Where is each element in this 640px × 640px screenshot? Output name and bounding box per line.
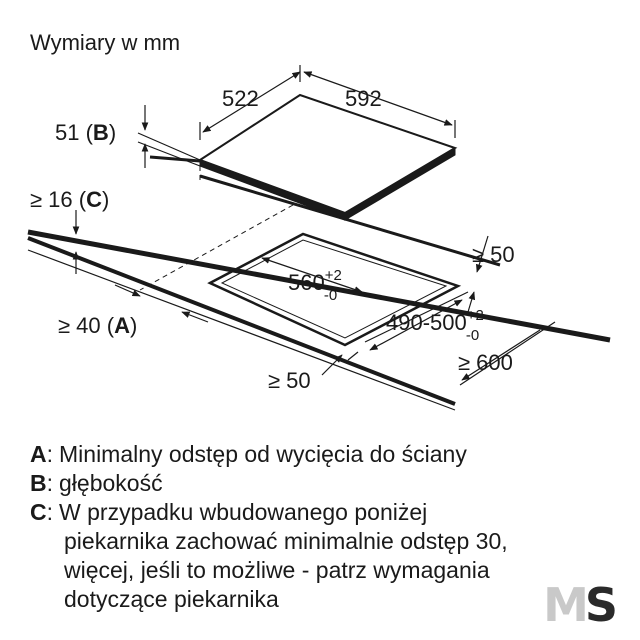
legend-item-c: C: W przypadku wbudowanego poniżej bbox=[30, 499, 428, 525]
legend-text-c-1: W przypadku wbudowanego poniżej bbox=[59, 499, 428, 525]
hob-side-right bbox=[344, 147, 456, 221]
legend-text-b: głębokość bbox=[59, 470, 163, 496]
dim-490-500-label: 490-500+2-0 bbox=[386, 307, 484, 344]
diagram-title: Wymiary w mm bbox=[30, 30, 180, 55]
dim-560-label: 560+2-0 bbox=[288, 267, 342, 304]
hob bbox=[197, 93, 458, 221]
dim-592-label: 592 bbox=[345, 86, 382, 111]
legend: A: Minimalny odstęp od wycięcia do ścian… bbox=[30, 440, 620, 614]
legend-key-a: A bbox=[30, 441, 47, 467]
dim-600-label: ≥ 600 bbox=[458, 350, 513, 375]
legend-text-c-4: dotyczące piekarnika bbox=[64, 586, 279, 612]
legend-item-a: A: Minimalny odstęp od wycięcia do ścian… bbox=[30, 441, 467, 467]
dim-600 bbox=[459, 321, 556, 386]
installation-diagram: Wymiary w mm 522 592 bbox=[27, 30, 611, 411]
legend-key-c: C bbox=[30, 499, 47, 525]
dim-50-right-label: ≥ 50 bbox=[472, 242, 515, 267]
wall-line bbox=[149, 155, 501, 267]
watermark-logo: MS bbox=[543, 578, 618, 632]
dim-50-front bbox=[321, 351, 359, 376]
cutout bbox=[207, 232, 462, 347]
legend-item-b: B: głębokość bbox=[30, 470, 163, 496]
dim-51-b-label: 51 (B) bbox=[55, 120, 116, 145]
dim-16-c-label: ≥ 16 (C) bbox=[30, 187, 109, 212]
dim-51-b bbox=[137, 105, 201, 168]
legend-key-b: B bbox=[30, 470, 47, 496]
dim-522-label: 522 bbox=[222, 86, 259, 111]
dim-522 bbox=[199, 65, 301, 140]
dim-592 bbox=[303, 71, 456, 138]
legend-text-c-3: więcej, jeśli to możliwe - patrz wymagan… bbox=[64, 557, 490, 583]
cutout-outer bbox=[207, 232, 462, 347]
legend-text-c-2: piekarnika zachować minimalnie odstęp 30… bbox=[64, 528, 508, 554]
dim-50-front-label: ≥ 50 bbox=[268, 368, 311, 393]
dim-40-a bbox=[114, 284, 209, 323]
dim-40-a-label: ≥ 40 (A) bbox=[58, 313, 137, 338]
cutout-inner bbox=[220, 239, 448, 339]
dim-560 bbox=[261, 257, 363, 293]
projection-lines bbox=[139, 166, 294, 291]
countertop-front-edge bbox=[27, 236, 456, 406]
dim-490-500 bbox=[364, 291, 469, 351]
dim-50-right bbox=[467, 235, 489, 313]
legend-text-a: Minimalny odstęp od wycięcia do ściany bbox=[59, 441, 467, 467]
